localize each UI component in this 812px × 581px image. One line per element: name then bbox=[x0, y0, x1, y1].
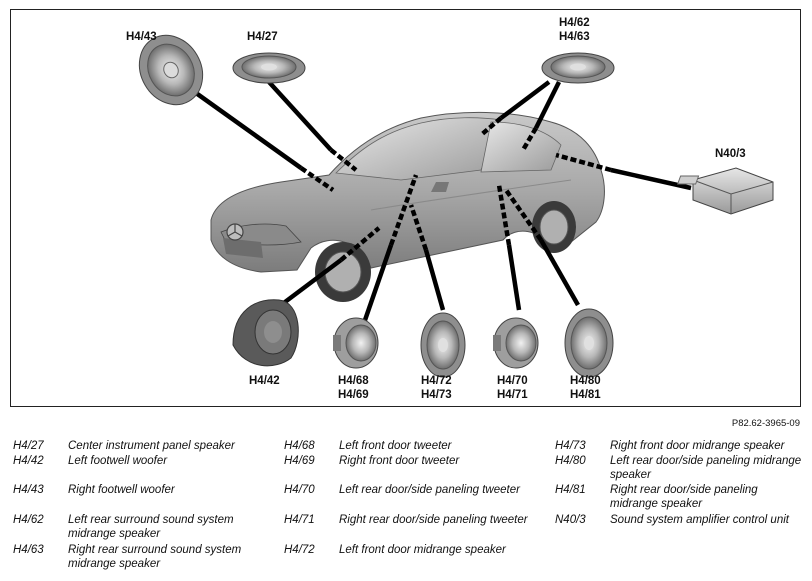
amplifier-n40-3 bbox=[676, 167, 774, 215]
vehicle-illustration bbox=[210, 111, 605, 302]
callout-n40-3: N40/3 bbox=[715, 148, 746, 160]
legend-code: H4/70 bbox=[284, 484, 315, 496]
legend-description: Sound system amplifier control unit bbox=[610, 514, 789, 526]
callout-h4-42: H4/42 bbox=[249, 375, 280, 387]
legend-description: Left front door tweeter bbox=[339, 440, 452, 452]
legend-description: Left front door midrange speaker bbox=[339, 544, 506, 556]
legend-code: H4/63 bbox=[13, 544, 44, 556]
speaker-layout-illustration bbox=[138, 34, 774, 378]
speaker-h4-42 bbox=[232, 299, 299, 367]
legend-code: H4/80 bbox=[555, 455, 586, 467]
speaker-h4-68-69 bbox=[333, 317, 379, 369]
legend-code: H4/81 bbox=[555, 484, 586, 496]
legend-code: N40/3 bbox=[555, 514, 586, 526]
leader-lines bbox=[194, 80, 692, 324]
legend-description: Right footwell woofer bbox=[68, 484, 175, 496]
callout-h4-43: H4/43 bbox=[126, 31, 157, 43]
legend-code: H4/27 bbox=[13, 440, 44, 452]
legend-table: H4/27 Center instrument panel speaker H4/… bbox=[0, 437, 812, 581]
legend-description: Left rear surround sound system midrange… bbox=[68, 514, 234, 540]
legend-description: Right rear door/side paneling tweeter bbox=[339, 514, 528, 526]
legend-description: Left rear door/side paneling tweeter bbox=[339, 484, 520, 496]
legend-description: Center instrument panel speaker bbox=[68, 440, 235, 452]
legend-description: Right rear door/side paneling midrange s… bbox=[610, 484, 758, 510]
speaker-h4-27 bbox=[232, 52, 306, 84]
callout-h4-27: H4/27 bbox=[247, 31, 278, 43]
legend-code: H4/43 bbox=[13, 484, 44, 496]
speaker-h4-43 bbox=[138, 34, 204, 106]
legend-description: Left rear door/side paneling midrange sp… bbox=[610, 455, 802, 481]
legend-code: H4/62 bbox=[13, 514, 44, 526]
legend-code: H4/73 bbox=[555, 440, 586, 452]
legend-description: Left footwell woofer bbox=[68, 455, 168, 467]
legend-code: H4/69 bbox=[284, 455, 315, 467]
legend-code: H4/71 bbox=[284, 514, 315, 526]
legend-code: H4/68 bbox=[284, 440, 315, 452]
legend-description: Right front door tweeter bbox=[339, 455, 460, 467]
speaker-h4-80-81 bbox=[564, 308, 614, 378]
figure-id: P82.62-3965-09 bbox=[731, 418, 800, 429]
speaker-h4-70-71 bbox=[493, 317, 539, 369]
speaker-h4-72-73 bbox=[420, 312, 466, 378]
legend-description: Right front door midrange speaker bbox=[610, 440, 785, 452]
speaker-h4-62-63 bbox=[541, 52, 615, 84]
legend-code: H4/72 bbox=[284, 544, 315, 556]
legend-description: Right rear surround sound system midrang… bbox=[68, 544, 242, 570]
legend-code: H4/42 bbox=[13, 455, 44, 467]
